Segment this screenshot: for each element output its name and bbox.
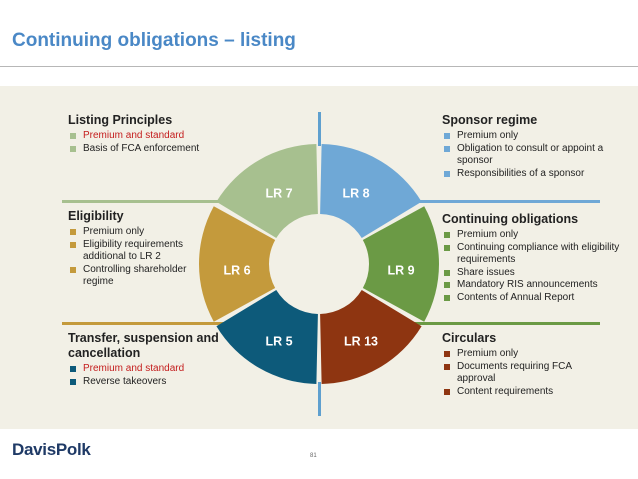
segment-label-lr-8: LR 8 <box>342 186 369 200</box>
vertical-axis-top <box>318 112 321 146</box>
bullet-icon <box>444 351 450 357</box>
list-item: Mandatory RIS announcements <box>442 279 622 292</box>
segment-label-lr-6: LR 6 <box>223 263 250 277</box>
page-title: Continuing obligations – listing <box>12 30 296 51</box>
list-item: Premium only <box>68 226 204 239</box>
list-item: Responsibilities of a sponsor <box>442 168 620 181</box>
segment-label-lr-5: LR 5 <box>265 334 292 348</box>
segment-lr-13 <box>320 289 422 384</box>
list-item: Share issues <box>442 267 622 280</box>
bullet-icon <box>70 133 76 139</box>
list-item: Premium only <box>442 229 622 242</box>
divider-continuing <box>382 200 600 203</box>
list-item: Continuing compliance with eligibility r… <box>442 242 622 267</box>
transfer-heading: Transfer, suspension and cancellation <box>68 331 219 360</box>
divider-circulars <box>382 322 600 325</box>
bullet-icon <box>444 269 450 276</box>
eligibility-block: Eligibility Premium only Eligibility req… <box>68 209 204 289</box>
vertical-axis-bottom <box>318 382 321 416</box>
bullet-icon <box>70 366 76 372</box>
list-item: Premium only <box>442 348 602 361</box>
segment-lr-6 <box>199 206 276 322</box>
bullet-icon <box>70 378 76 385</box>
bullet-icon <box>70 266 76 273</box>
bullet-icon <box>70 145 76 152</box>
segment-lr-7 <box>216 144 318 239</box>
list-item: Obligation to consult or appoint a spons… <box>442 143 620 168</box>
segment-label-lr-13: LR 13 <box>344 334 378 348</box>
list-item: Premium only <box>442 130 620 143</box>
list-item: Reverse takeovers <box>68 376 228 389</box>
list-item: Contents of Annual Report <box>442 292 622 305</box>
title-divider <box>0 66 638 67</box>
list-item: Premium and standard <box>68 363 228 376</box>
segment-lr-9 <box>362 206 440 322</box>
davis-polk-logo: DavisPolk <box>12 440 91 459</box>
bullet-icon <box>444 282 450 288</box>
list-item: Content requirements <box>442 386 602 399</box>
transfer-block: Transfer, suspension and cancellation Pr… <box>68 331 228 388</box>
bullet-icon <box>444 294 450 301</box>
segment-label-lr-9: LR 9 <box>387 263 414 277</box>
bullet-icon <box>70 241 76 248</box>
segment-lr-5 <box>216 289 318 384</box>
eligibility-heading: Eligibility <box>68 209 124 223</box>
list-item: Eligibility requirements additional to L… <box>68 239 204 264</box>
bullet-icon <box>444 170 450 177</box>
segment-lr-8 <box>320 144 422 239</box>
circulars-block: Circulars Premium only Documents requiri… <box>442 331 602 398</box>
bullet-icon <box>70 229 76 235</box>
bullet-icon <box>444 232 450 238</box>
bullet-icon <box>444 244 450 251</box>
bullet-icon <box>444 388 450 395</box>
bullet-icon <box>444 145 450 152</box>
list-item: Controlling shareholder regime <box>68 264 204 289</box>
continuing-obligations-heading: Continuing obligations <box>442 212 579 226</box>
circulars-heading: Circulars <box>442 331 497 345</box>
list-item: Documents requiring FCA approval <box>442 361 602 386</box>
segment-label-lr-7: LR 7 <box>265 186 292 200</box>
listing-principles-heading: Listing Principles <box>68 113 173 127</box>
sponsor-block: Sponsor regime Premium only Obligation t… <box>442 113 620 180</box>
list-item: Basis of FCA enforcement <box>68 143 268 156</box>
divider-eligibility <box>62 200 258 203</box>
listing-principles-block: Listing Principles Premium and standard … <box>68 113 268 155</box>
list-item: Premium and standard <box>68 130 268 143</box>
bullet-icon <box>444 133 450 139</box>
page-number: 81 <box>310 453 317 459</box>
bullet-icon <box>444 363 450 370</box>
continuing-obligations-block: Continuing obligations Premium only Cont… <box>442 212 622 304</box>
divider-transfer <box>62 322 258 325</box>
sponsor-heading: Sponsor regime <box>442 113 538 127</box>
